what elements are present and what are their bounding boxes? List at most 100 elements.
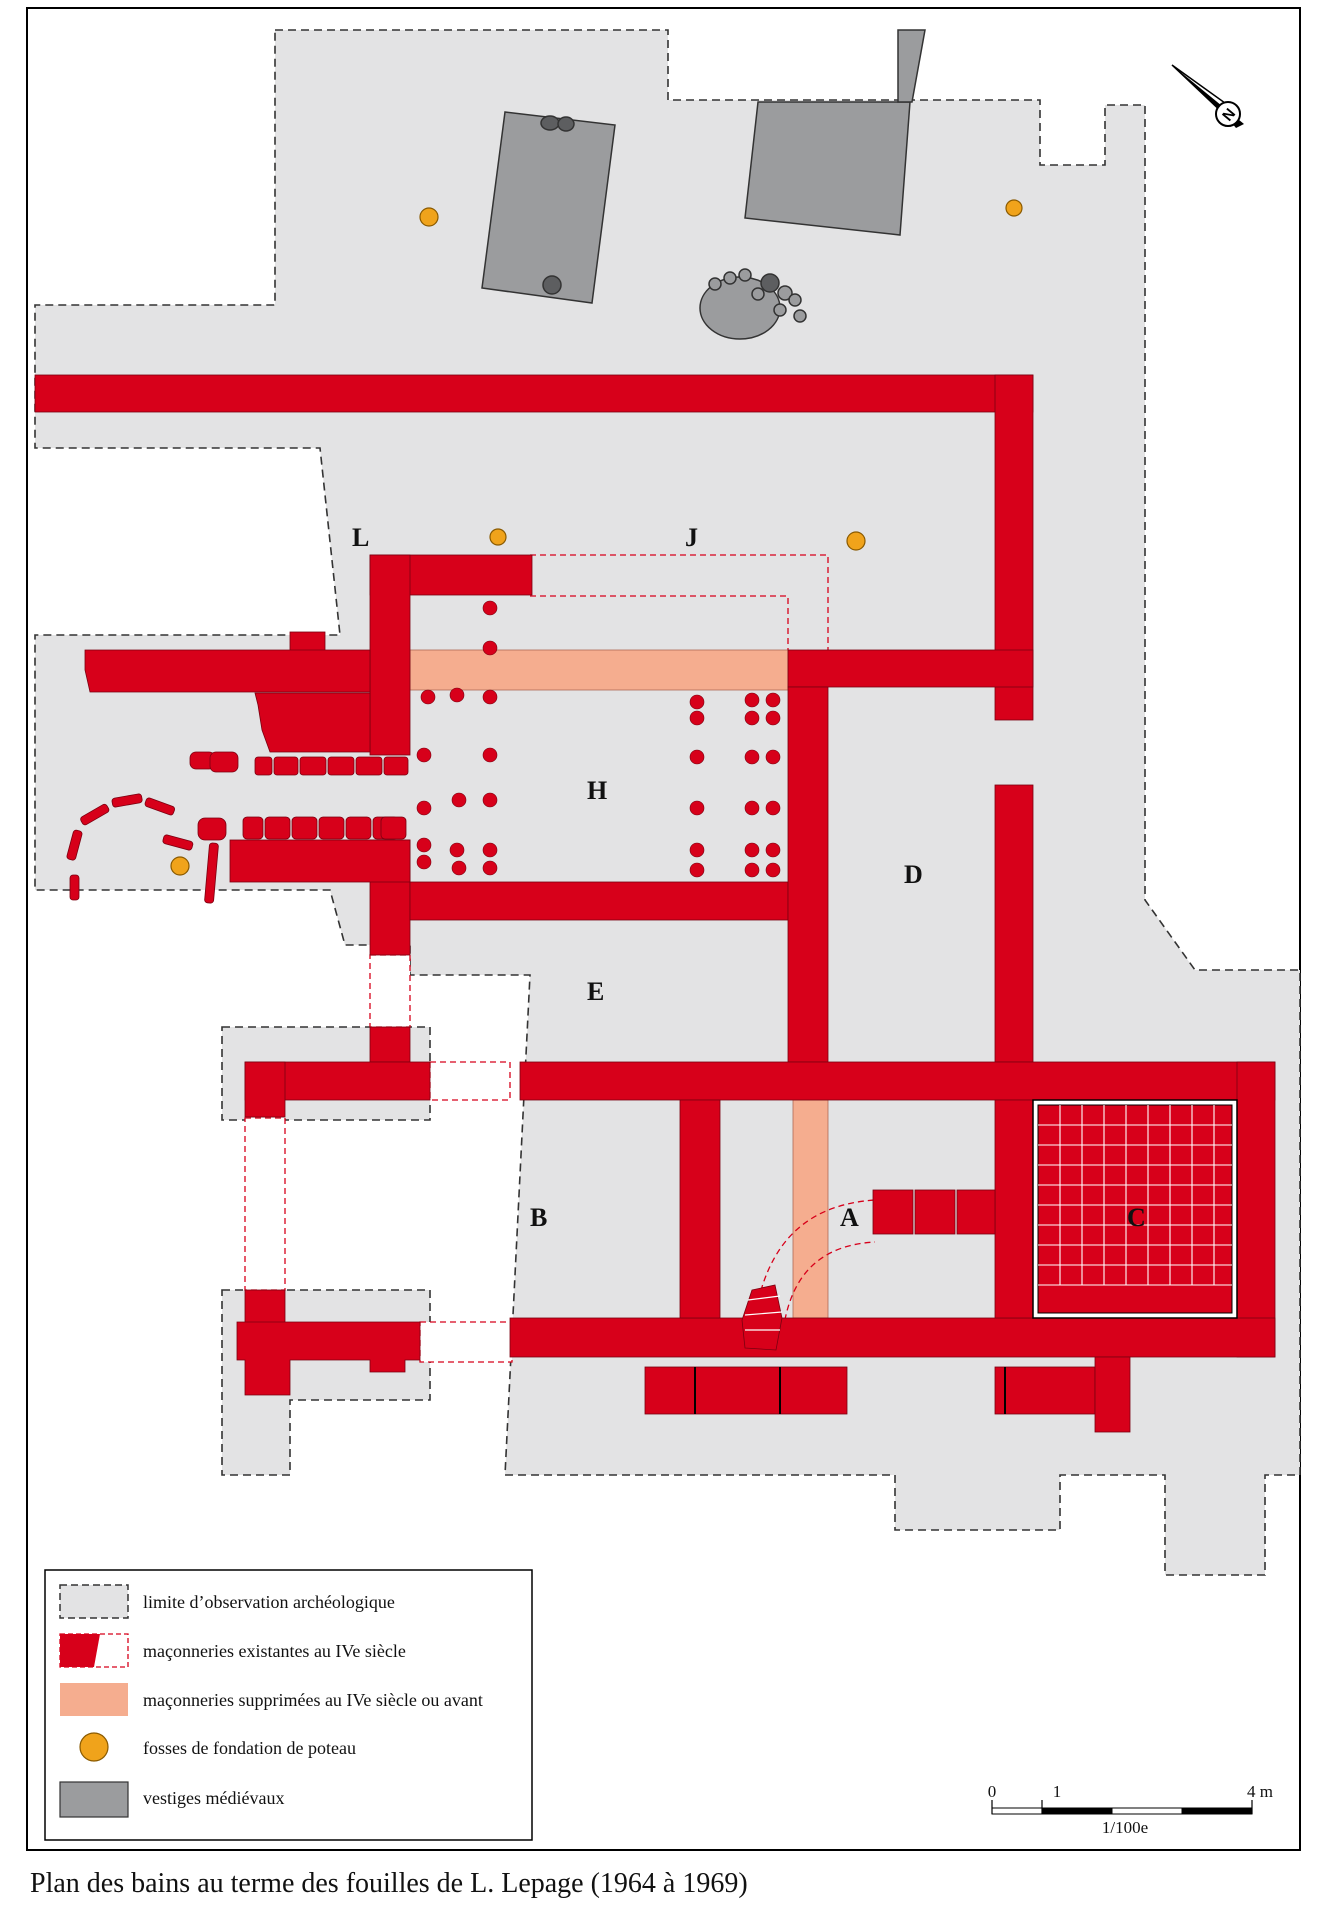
pila (765, 692, 781, 708)
stone-row-block (318, 816, 345, 840)
medieval-wall-stub (897, 29, 926, 103)
masonry-curved-stones (741, 1284, 783, 1351)
pila (482, 640, 498, 656)
curved-wall-fragment (69, 874, 80, 901)
pila (765, 710, 781, 726)
medieval-stone (788, 293, 802, 307)
medieval-stone (738, 268, 752, 282)
legend-label-existing: maçonneries existantes au IVe siècle (143, 1641, 406, 1661)
room-label-D: D (904, 860, 923, 889)
medieval-post-stone (540, 115, 560, 131)
legend-label-observation: limite d’observation archéologique (143, 1592, 395, 1612)
post-pits (170, 199, 1023, 876)
medieval-building-west (481, 111, 616, 304)
scale-ratio: 1/100e (1102, 1818, 1148, 1837)
map-frame (26, 7, 1301, 1851)
pila (765, 862, 781, 878)
unobserved-gap-upper (369, 954, 411, 1028)
pila (744, 842, 760, 858)
legend-swatch-removed (60, 1683, 128, 1716)
post-pit (170, 856, 190, 876)
curved-wall-fragment (162, 834, 194, 851)
pila (744, 862, 760, 878)
wall-west-lower (229, 839, 411, 883)
pila (451, 792, 467, 808)
pila (416, 837, 432, 853)
pila (482, 842, 498, 858)
hypocaust-pilae (416, 600, 781, 878)
pila (744, 749, 760, 765)
room-label-J: J (685, 523, 698, 552)
legend-label-medieval: vestiges médiévaux (143, 1788, 284, 1808)
pila (482, 600, 498, 616)
pila (420, 689, 436, 705)
stone-row-block (291, 816, 318, 840)
wall-west-upper (84, 649, 371, 693)
medieval-remains (481, 29, 926, 340)
pila (744, 800, 760, 816)
legend-swatch-observation (59, 1584, 129, 1619)
curved-wall-fragment (66, 829, 83, 861)
medieval-stone (773, 303, 787, 317)
legend-swatch-existing (59, 1633, 129, 1668)
north-arrow-icon: N (1171, 64, 1244, 128)
figure-caption: Plan des bains au terme des fouilles de … (30, 1868, 748, 1899)
curved-wall-fragment (80, 803, 110, 826)
legend-swatch-medieval (59, 1781, 129, 1818)
wall-A-C (994, 1099, 1034, 1319)
room-label-L: L (352, 523, 369, 552)
room-C-inner (1037, 1104, 1233, 1314)
stone-row-block (327, 756, 355, 776)
pila (416, 747, 432, 763)
pila (744, 710, 760, 726)
stone-row-block (209, 751, 239, 773)
masonry-south-block (644, 1366, 848, 1415)
curved-stone-joints (744, 1295, 783, 1331)
masonry-A-block (872, 1189, 914, 1235)
stone-row-block (380, 816, 407, 840)
pila (416, 854, 432, 870)
scale-tick-0: 0 (988, 1782, 997, 1801)
stone-row-block (264, 816, 291, 840)
pila (482, 792, 498, 808)
curved-wall-fragment (204, 842, 219, 904)
medieval-stone (777, 285, 793, 301)
existing-masonry (34, 374, 1276, 1433)
wall-H-south (409, 881, 789, 921)
pila (689, 862, 705, 878)
stone-row-block (383, 756, 409, 776)
stone-row-block (273, 756, 299, 776)
room-label-E: E (587, 977, 604, 1006)
legend: limite d’observation archéologique maçon… (44, 1569, 533, 1841)
post-pit (1005, 199, 1023, 217)
block-joints (694, 1367, 1006, 1414)
pila (689, 842, 705, 858)
post-pit (846, 531, 866, 551)
wall-L-west (369, 554, 411, 756)
scale-tick-4: 4 m (1247, 1782, 1273, 1801)
wall-D-north (787, 649, 1034, 688)
pila (449, 842, 465, 858)
stone-row-block (197, 817, 227, 841)
wall-east-lower (1236, 1061, 1276, 1358)
wall-H-D (787, 686, 829, 1063)
wall-B-A (679, 1099, 721, 1319)
room-label-A: A (840, 1203, 859, 1232)
room-label-H: H (587, 776, 607, 805)
observation-area-main (34, 29, 1301, 1576)
stone-row-block (345, 816, 372, 840)
wall-L-stub (289, 631, 326, 653)
post-pit (419, 207, 439, 227)
unobserved-gap-mid (429, 1061, 511, 1101)
removed-masonry (409, 649, 829, 1319)
room-label-C: C (1127, 1203, 1146, 1232)
masonry-A-block (956, 1189, 996, 1235)
masonry-block-west (254, 692, 371, 753)
legend-label-removed: maçonneries supprimées au IVe siècle ou … (143, 1690, 483, 1710)
wall-E-south (519, 1061, 1276, 1101)
medieval-building-east (744, 101, 911, 236)
legend-swatch-post-pit (79, 1732, 109, 1762)
pila (689, 800, 705, 816)
legend-label-post-pit: fosses de fondation de poteau (143, 1738, 356, 1758)
